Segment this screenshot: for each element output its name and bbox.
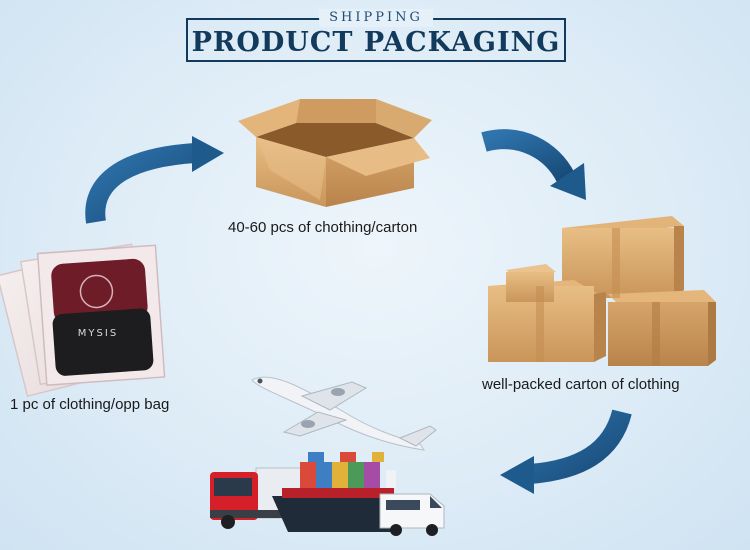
opp-bag-clothing-icon: MYSIS [0,243,166,398]
banner-subtitle: SHIPPING [319,9,433,27]
stacked-cartons-icon [488,216,716,366]
title-banner: SHIPPING PRODUCT PACKAGING [186,9,566,62]
banner-title: PRODUCT PACKAGING [191,27,561,58]
cargo-ship-icon [272,452,404,532]
airplane-icon [251,376,437,451]
flow-arrow-carton-to-packed [481,129,586,200]
flow-arrow-packed-to-transport [500,409,632,494]
step-label-packed-carton: well-packed carton of clothing [482,376,680,393]
van-icon [379,493,445,536]
open-carton-box-icon [238,99,432,207]
flow-arrow-bag-to-carton [85,136,224,224]
step-label-opp-bag: 1 pc of clothing/opp bag [10,396,170,413]
step-label-carton: 40-60 pcs of chothing/carton [228,219,418,236]
bag-print-text: MYSIS [78,328,118,339]
